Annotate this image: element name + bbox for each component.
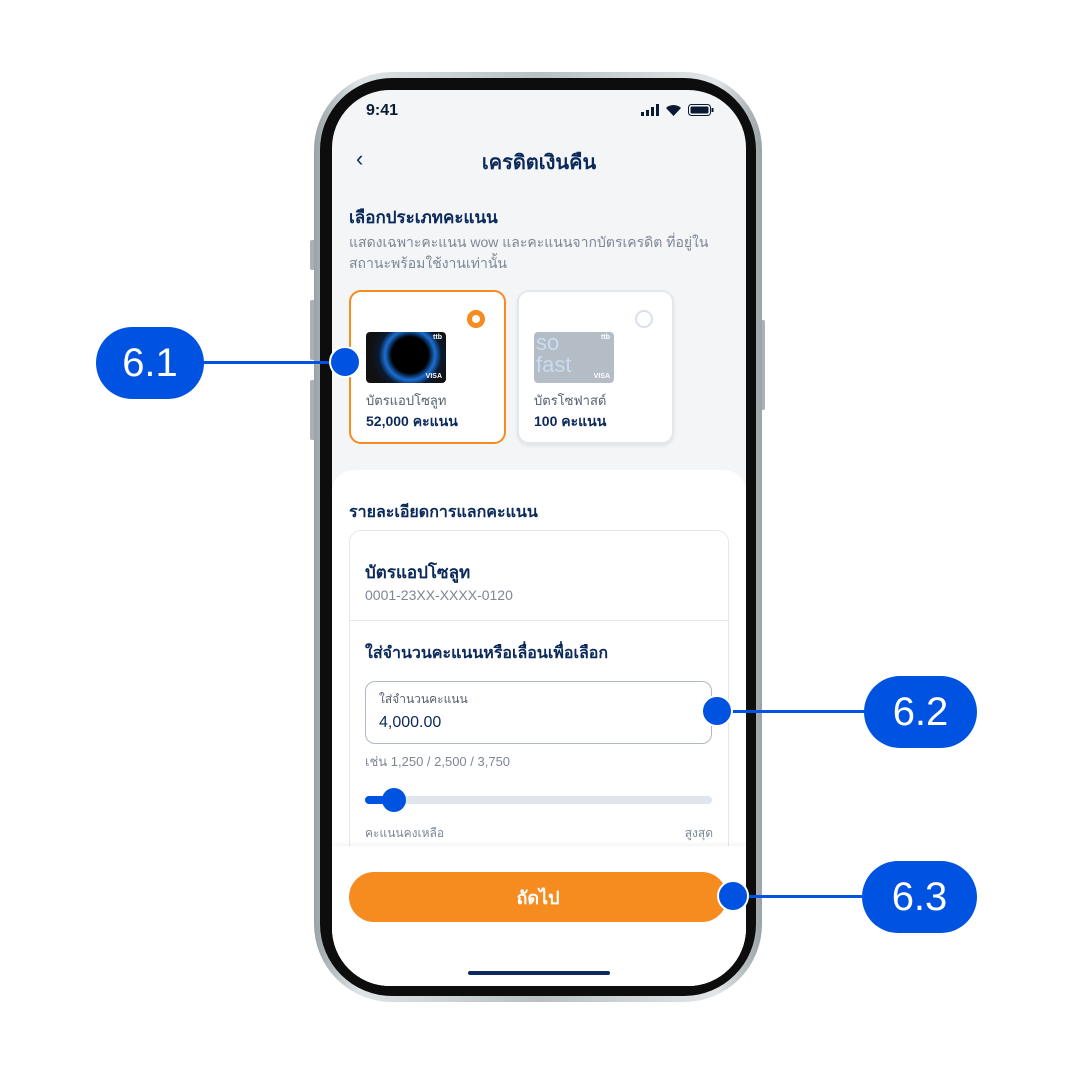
bottom-bar: ถัดไป <box>332 846 746 986</box>
callout-dot <box>701 695 733 727</box>
power-button <box>760 320 765 410</box>
screen: 9:41 ‹ เครดิตเงินคืน เลือกประเภทคะแนน แส… <box>332 90 746 986</box>
absolute-card-image: VISA ttb <box>366 332 446 383</box>
points-type-description: แสดงเฉพาะคะแนน wow และคะแนนจากบัตรเครดิต… <box>349 234 709 271</box>
chevron-left-icon: ‹ <box>356 146 364 171</box>
next-button[interactable]: ถัดไป <box>349 872 727 922</box>
visa-logo: VISA <box>593 373 610 380</box>
volume-up-button <box>310 300 315 360</box>
page-title: เครดิตเงินคืน <box>481 152 597 174</box>
visa-logo: VISA <box>425 373 442 380</box>
amount-hint: เช่น 1,250 / 2,500 / 3,750 <box>365 754 511 769</box>
callout-line <box>735 895 870 898</box>
callout-dot <box>329 346 361 378</box>
callout-6-2: 6.2 <box>864 676 977 748</box>
slider-thumb[interactable] <box>382 788 407 812</box>
divider <box>350 620 728 621</box>
card-name: บัตรโซฟาสต์ <box>534 393 607 408</box>
status-time: 9:41 <box>366 102 399 119</box>
callout-line <box>200 361 340 364</box>
card-points: 52,000 คะแนน <box>366 413 458 429</box>
radio-unselected[interactable] <box>635 310 653 328</box>
card-option-absolute[interactable]: VISA ttb บัตรแอปโซลูท 52,000 คะแนน <box>349 290 506 444</box>
ttb-logo: ttb <box>601 334 610 341</box>
details-heading: รายละเอียดการแลกคะแนน <box>349 504 538 521</box>
status-icons <box>641 104 714 116</box>
callout-dot <box>717 880 749 912</box>
callout-6-3: 6.3 <box>862 861 977 933</box>
input-label: ใส่จำนวนคะแนน <box>379 692 468 706</box>
selected-card-name: บัตรแอปโซลูท <box>365 563 471 582</box>
back-button[interactable]: ‹ <box>356 146 363 172</box>
amount-heading: ใส่จำนวนคะแนนหรือเลื่อนเพื่อเลือก <box>365 645 609 662</box>
points-amount-input[interactable]: ใส่จำนวนคะแนน 4,000.00 <box>365 681 712 744</box>
details-box: บัตรแอปโซลูท 0001-23XX-XXXX-0120 ใส่จำนว… <box>349 530 729 930</box>
wifi-icon <box>666 105 681 116</box>
signal-icon <box>641 104 659 116</box>
so-fast-art: so fast <box>536 332 572 377</box>
battery-icon <box>688 104 714 116</box>
mute-switch <box>310 240 315 270</box>
home-indicator <box>468 971 610 975</box>
radio-selected[interactable] <box>467 310 485 328</box>
remaining-label: คะแนนคงเหลือ <box>365 826 445 840</box>
ttb-logo: ttb <box>433 334 442 341</box>
callout-6-1: 6.1 <box>96 327 204 399</box>
points-type-heading: เลือกประเภทคะแนน <box>349 208 498 227</box>
card-points: 100 คะแนน <box>534 413 607 429</box>
points-slider[interactable] <box>365 788 712 812</box>
volume-down-button <box>310 380 315 440</box>
callout-line <box>720 710 870 713</box>
card-name: บัตรแอปโซลูท <box>366 393 447 408</box>
input-value: 4,000.00 <box>379 714 442 731</box>
max-label: สูงสุด <box>684 826 713 840</box>
card-number: 0001-23XX-XXXX-0120 <box>365 587 513 603</box>
